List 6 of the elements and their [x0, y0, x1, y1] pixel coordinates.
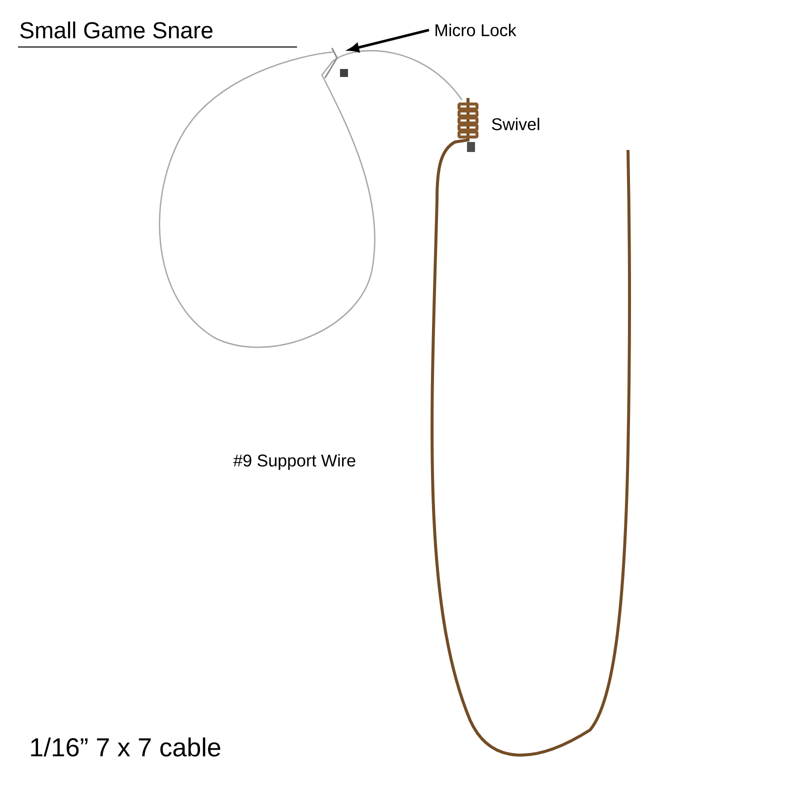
part-label: #9 Support Wire — [233, 454, 356, 470]
micro-lock-drawing — [324, 48, 348, 78]
part-label: Micro Lock — [436, 24, 516, 36]
part-label: Swivel — [492, 118, 540, 130]
title: Small Game Snare — [20, 22, 212, 38]
part-label: 1/16” 7 x 7 cable — [31, 737, 220, 757]
